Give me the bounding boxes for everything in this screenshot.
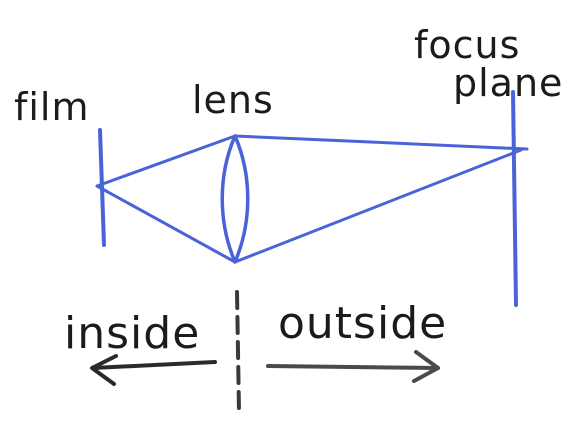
- divider-dashed-line: [235, 290, 241, 414]
- lens-shape: [220, 134, 250, 264]
- inside-label: inside: [64, 308, 200, 359]
- inside-arrow: [90, 354, 217, 386]
- outside-label: outside: [278, 298, 447, 349]
- outside-arrow: [266, 350, 440, 383]
- ray-film-to-lens-bottom: [95, 184, 237, 264]
- focus-plane-label-line2: plane: [453, 61, 563, 105]
- ray-lens-to-focus-bottom: [233, 148, 523, 264]
- ray-film-to-lens-top: [95, 134, 237, 188]
- focus-plane-line: [511, 90, 518, 307]
- focus-plane-label-line1: focus: [414, 23, 520, 67]
- lens-label: lens: [192, 78, 274, 122]
- film-label: film: [14, 85, 90, 129]
- ray-lens-to-focus-top: [233, 134, 529, 151]
